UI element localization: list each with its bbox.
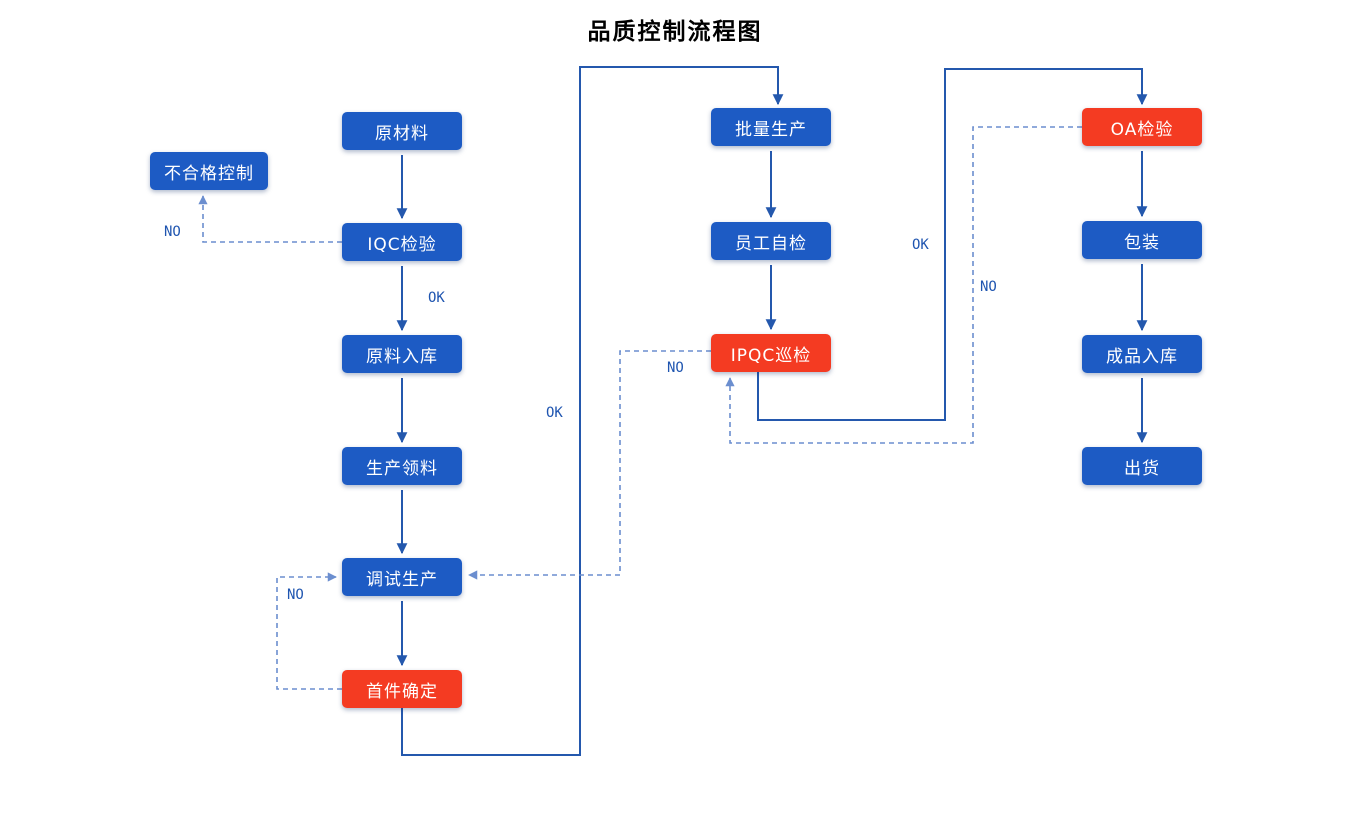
flow-node-finished-warehousing: 成品入库	[1082, 335, 1202, 373]
flow-node-iqc-inspection: IQC检验	[342, 223, 462, 261]
edge-label-first-article-ok-to-batch: OK	[546, 405, 563, 421]
diagram-title: 品质控制流程图	[587, 18, 763, 45]
flow-edge-iqc-no-to-nonconforming	[198, 195, 342, 243]
flow-node-oa-inspection: OA检验	[1082, 108, 1202, 146]
flow-node-packaging: 包装	[1082, 221, 1202, 259]
flow-node-shipment: 出货	[1082, 447, 1202, 485]
flow-node-first-article-confirm: 首件确定	[342, 670, 462, 708]
edge-label-iqc-to-material-warehousing: OK	[428, 290, 445, 306]
flow-edge-oa-no-to-ipqc	[725, 126, 1082, 444]
edge-label-first-article-no-to-debug: NO	[287, 587, 304, 603]
flow-edge-ipqc-no-to-debug	[468, 350, 711, 580]
flow-node-employee-self-check: 员工自检	[711, 222, 831, 260]
flow-edge-first-article-no-to-debug	[276, 572, 342, 690]
flow-node-nonconforming-control: 不合格控制	[150, 152, 268, 190]
flow-node-production-picking: 生产领料	[342, 447, 462, 485]
edge-label-ipqc-ok-to-oa: OK	[912, 237, 929, 253]
flow-node-batch-production: 批量生产	[711, 108, 831, 146]
flow-node-raw-material: 原材料	[342, 112, 462, 150]
edge-label-oa-no-to-ipqc: NO	[980, 279, 997, 295]
edge-label-ipqc-no-to-debug: NO	[667, 360, 684, 376]
edge-label-iqc-no-to-nonconforming: NO	[164, 224, 181, 240]
flow-node-debug-production: 调试生产	[342, 558, 462, 596]
flow-node-material-warehousing: 原料入库	[342, 335, 462, 373]
flow-node-ipqc-patrol: IPQC巡检	[711, 334, 831, 372]
flow-edge-first-article-ok-to-batch	[401, 66, 784, 756]
flow-edge-ipqc-ok-to-oa	[757, 68, 1148, 421]
